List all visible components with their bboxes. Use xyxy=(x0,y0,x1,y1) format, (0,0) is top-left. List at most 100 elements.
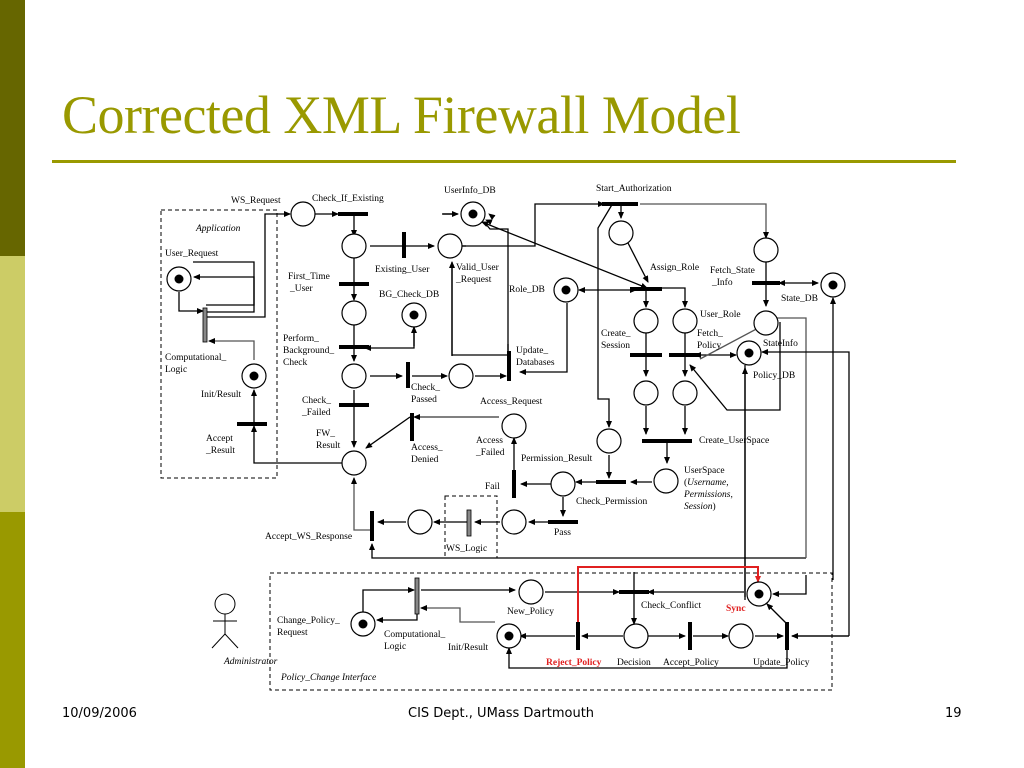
transition-update-policy xyxy=(785,622,789,650)
transition-existing-user xyxy=(402,232,406,258)
label-permission-result: Permission_Result xyxy=(521,454,593,464)
label-pc-init-result: Init/Result xyxy=(448,643,488,653)
transition-check-passed xyxy=(406,362,410,388)
label-update-db-1: Update_ xyxy=(516,346,548,356)
place-stateinfo xyxy=(753,310,779,336)
label-accept-result-2: _Result xyxy=(205,446,235,456)
place-accepted-policy xyxy=(728,623,754,649)
label-create-userspace: Create_UserSpace xyxy=(699,436,769,446)
place-create-session xyxy=(633,308,659,334)
label-check-passed-2: Passed xyxy=(411,395,437,405)
place-fetch-policy xyxy=(672,308,698,334)
label-access-failed-1: Access xyxy=(476,436,503,446)
transition-perform-bg-check xyxy=(339,345,369,349)
label-check-if-existing: Check_If_Existing xyxy=(312,193,384,204)
label-perform-bg-3: Check xyxy=(283,358,308,368)
label-user-role: User_Role xyxy=(700,310,741,320)
label-fetch-policy-2: Policy xyxy=(697,341,722,351)
place-permission-result-in xyxy=(596,428,622,454)
transition-check-failed xyxy=(339,403,369,407)
label-first-time-1: First_Time xyxy=(288,272,330,282)
label-first-time-2: _User xyxy=(289,284,314,294)
token-policy-db xyxy=(744,348,754,358)
token-pc-init-result xyxy=(504,631,514,641)
transition-first-time-user xyxy=(339,282,369,286)
label-perform-bg-1: Perform_ xyxy=(283,333,319,344)
transition-fetch-policy-t xyxy=(669,353,701,357)
place-after-bg-check xyxy=(341,363,367,389)
policy-change-region xyxy=(269,572,833,691)
label-accept-ws-response: Accept_WS_Response xyxy=(265,532,352,542)
place-valid-user-request xyxy=(437,233,463,259)
label-check-permission: Check_Permission xyxy=(576,497,647,507)
place-permission-result xyxy=(550,471,576,497)
transition-check-conflict xyxy=(619,590,649,594)
transition-start-authorization xyxy=(602,202,638,206)
place-authorization-start xyxy=(608,220,634,246)
label-assign-role: Assign_Role xyxy=(650,263,699,273)
place-decision xyxy=(623,623,649,649)
transition-create-userspace xyxy=(642,439,692,443)
token-user-request xyxy=(174,274,184,284)
administrator-label: Administrator xyxy=(223,657,278,667)
label-update-db-2: Databases xyxy=(516,358,555,368)
footer-date: 10/09/2006 xyxy=(62,706,137,721)
label-stateinfo: StateInfo xyxy=(763,338,798,349)
ws-logic-label: WS_Logic xyxy=(446,544,487,554)
sidebar-band-dark xyxy=(0,0,25,256)
label-new-policy: New_Policy xyxy=(507,607,554,617)
label-userspace-1: UserSpace xyxy=(684,466,725,476)
place-new-policy xyxy=(518,579,544,605)
place-check-passed-out xyxy=(448,363,474,389)
token-userinfo-db xyxy=(468,209,478,219)
label-comp-logic-2: Logic xyxy=(165,365,187,375)
transition-ws-logic-t xyxy=(466,509,472,537)
label-decision: Decision xyxy=(617,658,651,668)
label-user-request: User_Request xyxy=(165,249,219,259)
label-valid-user-1: Valid_User xyxy=(456,263,500,273)
label-comp-logic-1: Computational_ xyxy=(165,353,226,363)
transition-check-if-existing xyxy=(338,212,368,216)
place-check-if-existing-out xyxy=(341,233,367,259)
label-ws-request: WS_Request xyxy=(231,196,281,206)
label-fetch-state-2: _Info xyxy=(711,277,733,288)
transition-reject-policy xyxy=(576,622,580,650)
token-bg-check-db xyxy=(409,310,419,320)
label-userspace-2: (Username, xyxy=(684,477,729,488)
policy-change-region-label: Policy_Change Interface xyxy=(280,672,376,683)
place-after-first-time xyxy=(341,300,367,326)
label-policy-db: Policy_DB xyxy=(753,371,795,381)
footer-page-number: 19 xyxy=(945,706,962,721)
sidebar-band-mid xyxy=(0,512,25,768)
label-check-failed-2: _Failed xyxy=(301,408,331,418)
label-access-failed-2: _Failed xyxy=(475,448,505,458)
token-state-db xyxy=(828,280,838,290)
transition-accept-policy xyxy=(688,622,692,650)
label-fw-result-1: FW_ xyxy=(316,429,335,439)
place-ws-logic-out xyxy=(407,509,433,535)
label-create-session-2: Session xyxy=(601,341,630,351)
token-sync xyxy=(754,589,764,599)
place-fetch-state-in xyxy=(753,237,779,263)
label-reject-policy: Reject_Policy xyxy=(546,658,602,668)
label-userspace-3: Permissions, xyxy=(683,490,733,500)
application-region-label: Application xyxy=(195,224,241,234)
transition-check-permission xyxy=(596,480,626,484)
label-init-result: Init/Result xyxy=(201,390,241,400)
label-state-db: State_DB xyxy=(781,294,818,304)
label-access-denied-2: Denied xyxy=(411,455,439,465)
transition-create-session-t xyxy=(630,353,662,357)
label-fetch-state-1: Fetch_State xyxy=(710,266,755,276)
label-sync: Sync xyxy=(726,604,746,614)
label-accept-policy: Accept_Policy xyxy=(663,658,719,668)
label-valid-user-2: _Request xyxy=(455,275,492,285)
label-perform-bg-2: Background_ xyxy=(283,346,334,356)
label-role-db: Role_DB xyxy=(509,285,545,295)
title-underline xyxy=(52,160,956,163)
administrator-actor-icon xyxy=(211,593,239,649)
label-bg-check-db: BG_Check_DB xyxy=(379,290,439,300)
label-pc-comp-logic-2: Logic xyxy=(384,642,406,652)
label-fail: Fail xyxy=(485,482,500,492)
slide-title: Corrected XML Firewall Model xyxy=(62,85,741,145)
